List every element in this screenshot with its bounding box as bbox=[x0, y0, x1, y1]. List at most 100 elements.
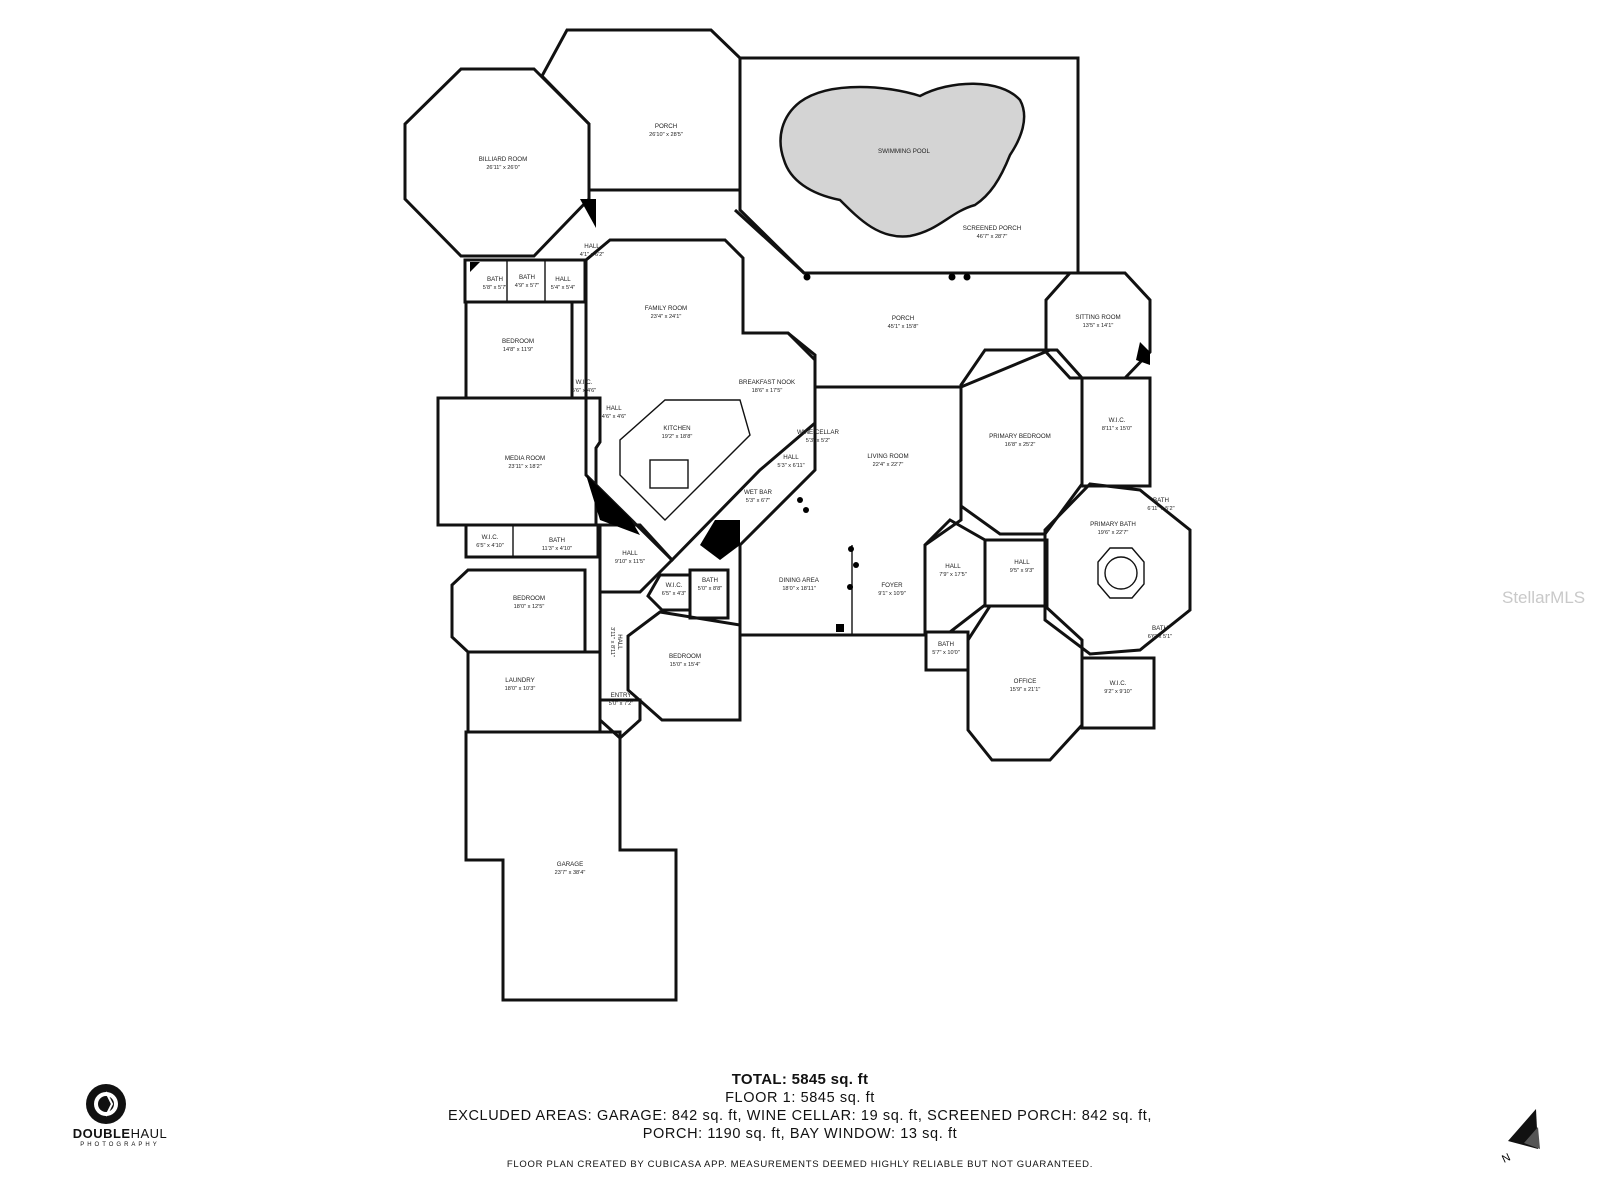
room-dims: 18'0" x 18'11" bbox=[782, 586, 815, 592]
bedroom-b-walls bbox=[450, 568, 587, 654]
room-name: FAMILY ROOM bbox=[645, 305, 687, 312]
room-name: W.I.C. bbox=[666, 582, 683, 589]
walls bbox=[403, 28, 1192, 1002]
room-dims: 5'7" x 10'0" bbox=[932, 650, 960, 656]
room-dims: 23'11" x 18'2" bbox=[508, 464, 541, 470]
logo-brand: DOUBLEHAUL bbox=[60, 1126, 180, 1141]
room-dims: 9'1" x 10'9" bbox=[878, 591, 906, 597]
area-summary: TOTAL: 5845 sq. ft FLOOR 1: 5845 sq. ft … bbox=[0, 1071, 1600, 1143]
room-dims: 5'3" x 6'7" bbox=[746, 498, 770, 504]
porch-columns bbox=[797, 273, 971, 590]
room-name: W.I.C. bbox=[482, 534, 499, 541]
room-name: BATH bbox=[702, 577, 718, 584]
room-name: PRIMARY BEDROOM bbox=[989, 433, 1051, 440]
laundry-walls bbox=[466, 650, 602, 734]
room-dims: 18'0" x 12'5" bbox=[514, 604, 545, 610]
room-dims: 9'10" x 11'5" bbox=[615, 559, 645, 565]
room-name: KITCHEN bbox=[663, 425, 690, 432]
room-name: SITTING ROOM bbox=[1075, 314, 1120, 321]
room-name: HALL bbox=[555, 276, 571, 283]
room-dims: 3'11" x 8'11" bbox=[609, 627, 615, 657]
room-dims: 5'0" x 8'8" bbox=[698, 586, 722, 592]
room-dims: 45'1" x 15'8" bbox=[888, 324, 919, 330]
room-name: PORCH bbox=[892, 315, 914, 322]
room-dims: 5'4" x 5'4" bbox=[551, 285, 575, 291]
wic-d-walls bbox=[646, 573, 692, 612]
room-dims: 5'8" x 5'7" bbox=[483, 285, 507, 291]
room-name: FOYER bbox=[881, 582, 903, 589]
room-dims: 19'2" x 18'8" bbox=[662, 434, 693, 440]
room-dims: 9'5" x 9'3" bbox=[1010, 568, 1034, 574]
room-dims: 4'1" x 6'2" bbox=[580, 252, 604, 258]
compass: N bbox=[1498, 1107, 1546, 1172]
room-name: WET BAR bbox=[744, 489, 773, 496]
logo-subtitle: PHOTOGRAPHY bbox=[80, 1142, 160, 1148]
logo-brand-bold: DOUBLE bbox=[72, 1126, 131, 1141]
room-dims: 19'6" x 22'7" bbox=[1098, 530, 1129, 536]
primary-wic-walls bbox=[1080, 376, 1152, 488]
room-name: W.I.C. bbox=[1109, 417, 1126, 424]
room-name: BATH bbox=[519, 274, 535, 281]
room-dims: 23'7" x 38'4" bbox=[555, 870, 586, 876]
logo-brand-rest: HAUL bbox=[130, 1126, 168, 1141]
room-name: OFFICE bbox=[1014, 678, 1037, 685]
room-labels: BILLIARD ROOM 26'11" x 26'0" PORCH 26'10… bbox=[476, 123, 1174, 876]
swimming-pool bbox=[779, 82, 1026, 238]
tub bbox=[1097, 547, 1145, 599]
room-dims: 7'9" x 17'5" bbox=[939, 572, 967, 578]
excluded-areas-continued: PORCH: 1190 sq. ft, BAY WINDOW: 13 sq. f… bbox=[642, 1126, 958, 1142]
room-name: DINING AREA bbox=[779, 577, 820, 584]
room-name: MEDIA ROOM bbox=[505, 455, 545, 462]
top-porch-walls bbox=[540, 28, 742, 192]
room-dims: 4'9" x 5'7" bbox=[515, 283, 539, 289]
room-name: BATH bbox=[1152, 625, 1168, 632]
room-name: SCREENED PORCH bbox=[963, 225, 1021, 232]
room-name: HALL bbox=[945, 563, 961, 570]
room-name: HALL bbox=[622, 550, 638, 557]
room-name: PORCH bbox=[655, 123, 677, 130]
room-name: HALL bbox=[1014, 559, 1030, 566]
room-dims: 8'11" x 15'0" bbox=[1102, 426, 1132, 432]
room-name: HALL bbox=[606, 405, 622, 412]
room-name: LAUNDRY bbox=[505, 677, 534, 684]
room-dims: 9'2" x 9'10" bbox=[1104, 689, 1132, 695]
camera-aperture-icon bbox=[86, 1084, 126, 1124]
room-name: GARAGE bbox=[557, 861, 583, 868]
room-name: BATH bbox=[549, 537, 565, 544]
room-dims: 4'6" x 4'6" bbox=[602, 414, 626, 420]
wic-bath-row-walls bbox=[464, 523, 600, 559]
room-dims: 5'3" x 6'11" bbox=[777, 463, 804, 469]
disclaimer: FLOOR PLAN CREATED BY CUBICASA APP. MEAS… bbox=[506, 1159, 1094, 1170]
doublehaul-logo: DOUBLEHAUL PHOTOGRAPHY bbox=[60, 1080, 180, 1160]
room-dims: 22'4" x 22'7" bbox=[873, 462, 904, 468]
room-dims: 5'0" x 7'2" bbox=[609, 701, 633, 707]
room-dims: 26'11" x 26'0" bbox=[486, 165, 519, 171]
room-dims: 15'9" x 21'1" bbox=[1010, 687, 1041, 693]
room-name: BATH bbox=[487, 276, 503, 283]
room-name: PRIMARY BATH bbox=[1090, 521, 1136, 528]
watermark: StellarMLS bbox=[1502, 588, 1586, 607]
room-name: HALL bbox=[584, 243, 600, 250]
room-dims: 16'8" x 25'2" bbox=[1005, 442, 1036, 448]
floor-area: FLOOR 1: 5845 sq. ft bbox=[725, 1090, 875, 1106]
room-dims: 6'5" x 4'3" bbox=[662, 591, 686, 597]
room-name: LIVING ROOM bbox=[867, 453, 908, 460]
total-area: TOTAL: 5845 sq. ft bbox=[731, 1071, 869, 1088]
north-arrow-icon: N bbox=[1500, 1109, 1540, 1166]
room-dims: 6'5" x 4'10" bbox=[476, 543, 504, 549]
room-name: W.I.C. bbox=[576, 379, 593, 386]
room-name: BEDROOM bbox=[669, 653, 701, 660]
room-dims: 13'5" x 14'1" bbox=[1083, 323, 1114, 329]
room-name: W.I.C. bbox=[1110, 680, 1127, 687]
excluded-areas: EXCLUDED AREAS: GARAGE: 842 sq. ft, WINE… bbox=[447, 1108, 1153, 1124]
room-dims: 18'0" x 10'3" bbox=[505, 686, 536, 692]
room-dims: 14'8" x 11'9" bbox=[503, 347, 533, 353]
room-name: HALL bbox=[616, 634, 623, 650]
room-dims: 6'6" x 5'1" bbox=[1148, 634, 1172, 640]
primary-bath-walls bbox=[1043, 482, 1192, 656]
room-dims: 46'7" x 28'7" bbox=[977, 234, 1008, 240]
room-dims: 15'0" x 15'4" bbox=[670, 662, 701, 668]
room-dims: 5'3" x 5'2" bbox=[806, 438, 830, 444]
room-name: BREAKFAST NOOK bbox=[739, 379, 796, 386]
